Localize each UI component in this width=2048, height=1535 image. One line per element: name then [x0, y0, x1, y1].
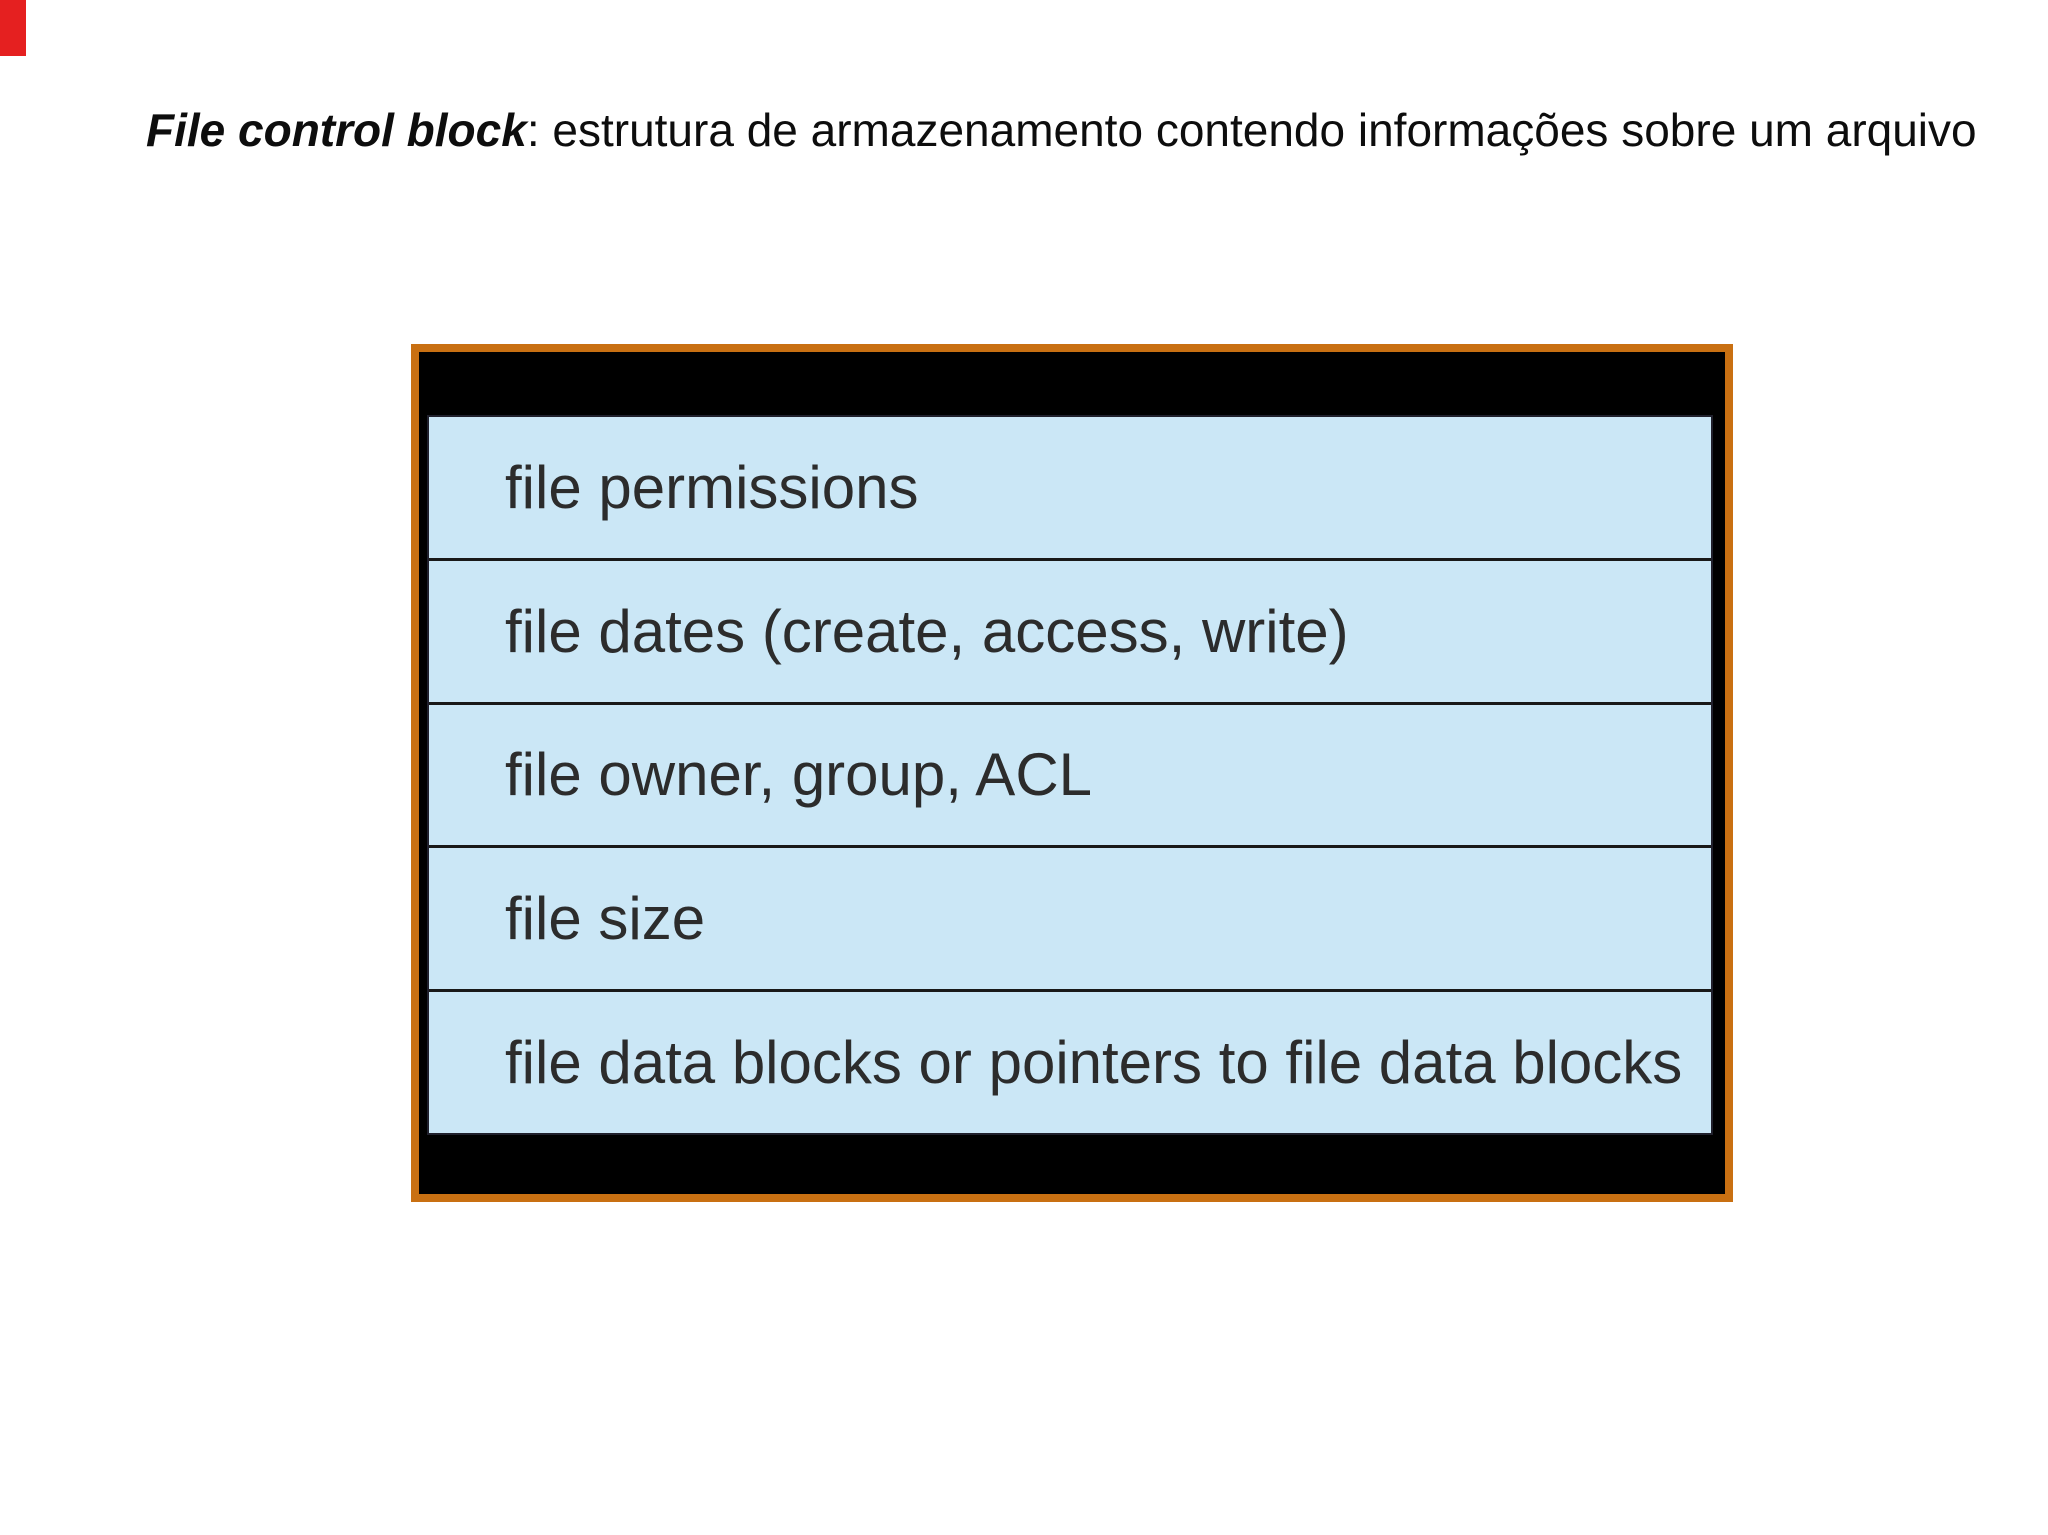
row-label-file-owner: file owner, group, ACL — [505, 741, 1093, 809]
row-label-file-dates: file dates (create, access, write) — [505, 597, 1349, 665]
table-row: file dates (create, access, write) — [429, 560, 1711, 705]
row-label-file-data-blocks: file data blocks or pointers to file dat… — [505, 1029, 1683, 1097]
slide-title-rest: : estrutura de armazenamento contendo in… — [526, 104, 1977, 156]
table-row: file permissions — [429, 417, 1711, 561]
slide-title-emphasis: File control block — [146, 104, 527, 156]
row-label-file-size: file size — [505, 885, 706, 953]
file-control-block-diagram: file permissions file dates (create, acc… — [411, 344, 1733, 1202]
red-corner-marker — [0, 0, 26, 56]
slide-title: File control block: estrutura de armazen… — [146, 104, 1977, 157]
row-label-file-permissions: file permissions — [505, 453, 919, 521]
table-row: file data blocks or pointers to file dat… — [429, 992, 1711, 1133]
table-row: file size — [429, 848, 1711, 993]
file-control-block-table: file permissions file dates (create, acc… — [427, 415, 1713, 1135]
table-row: file owner, group, ACL — [429, 704, 1711, 849]
